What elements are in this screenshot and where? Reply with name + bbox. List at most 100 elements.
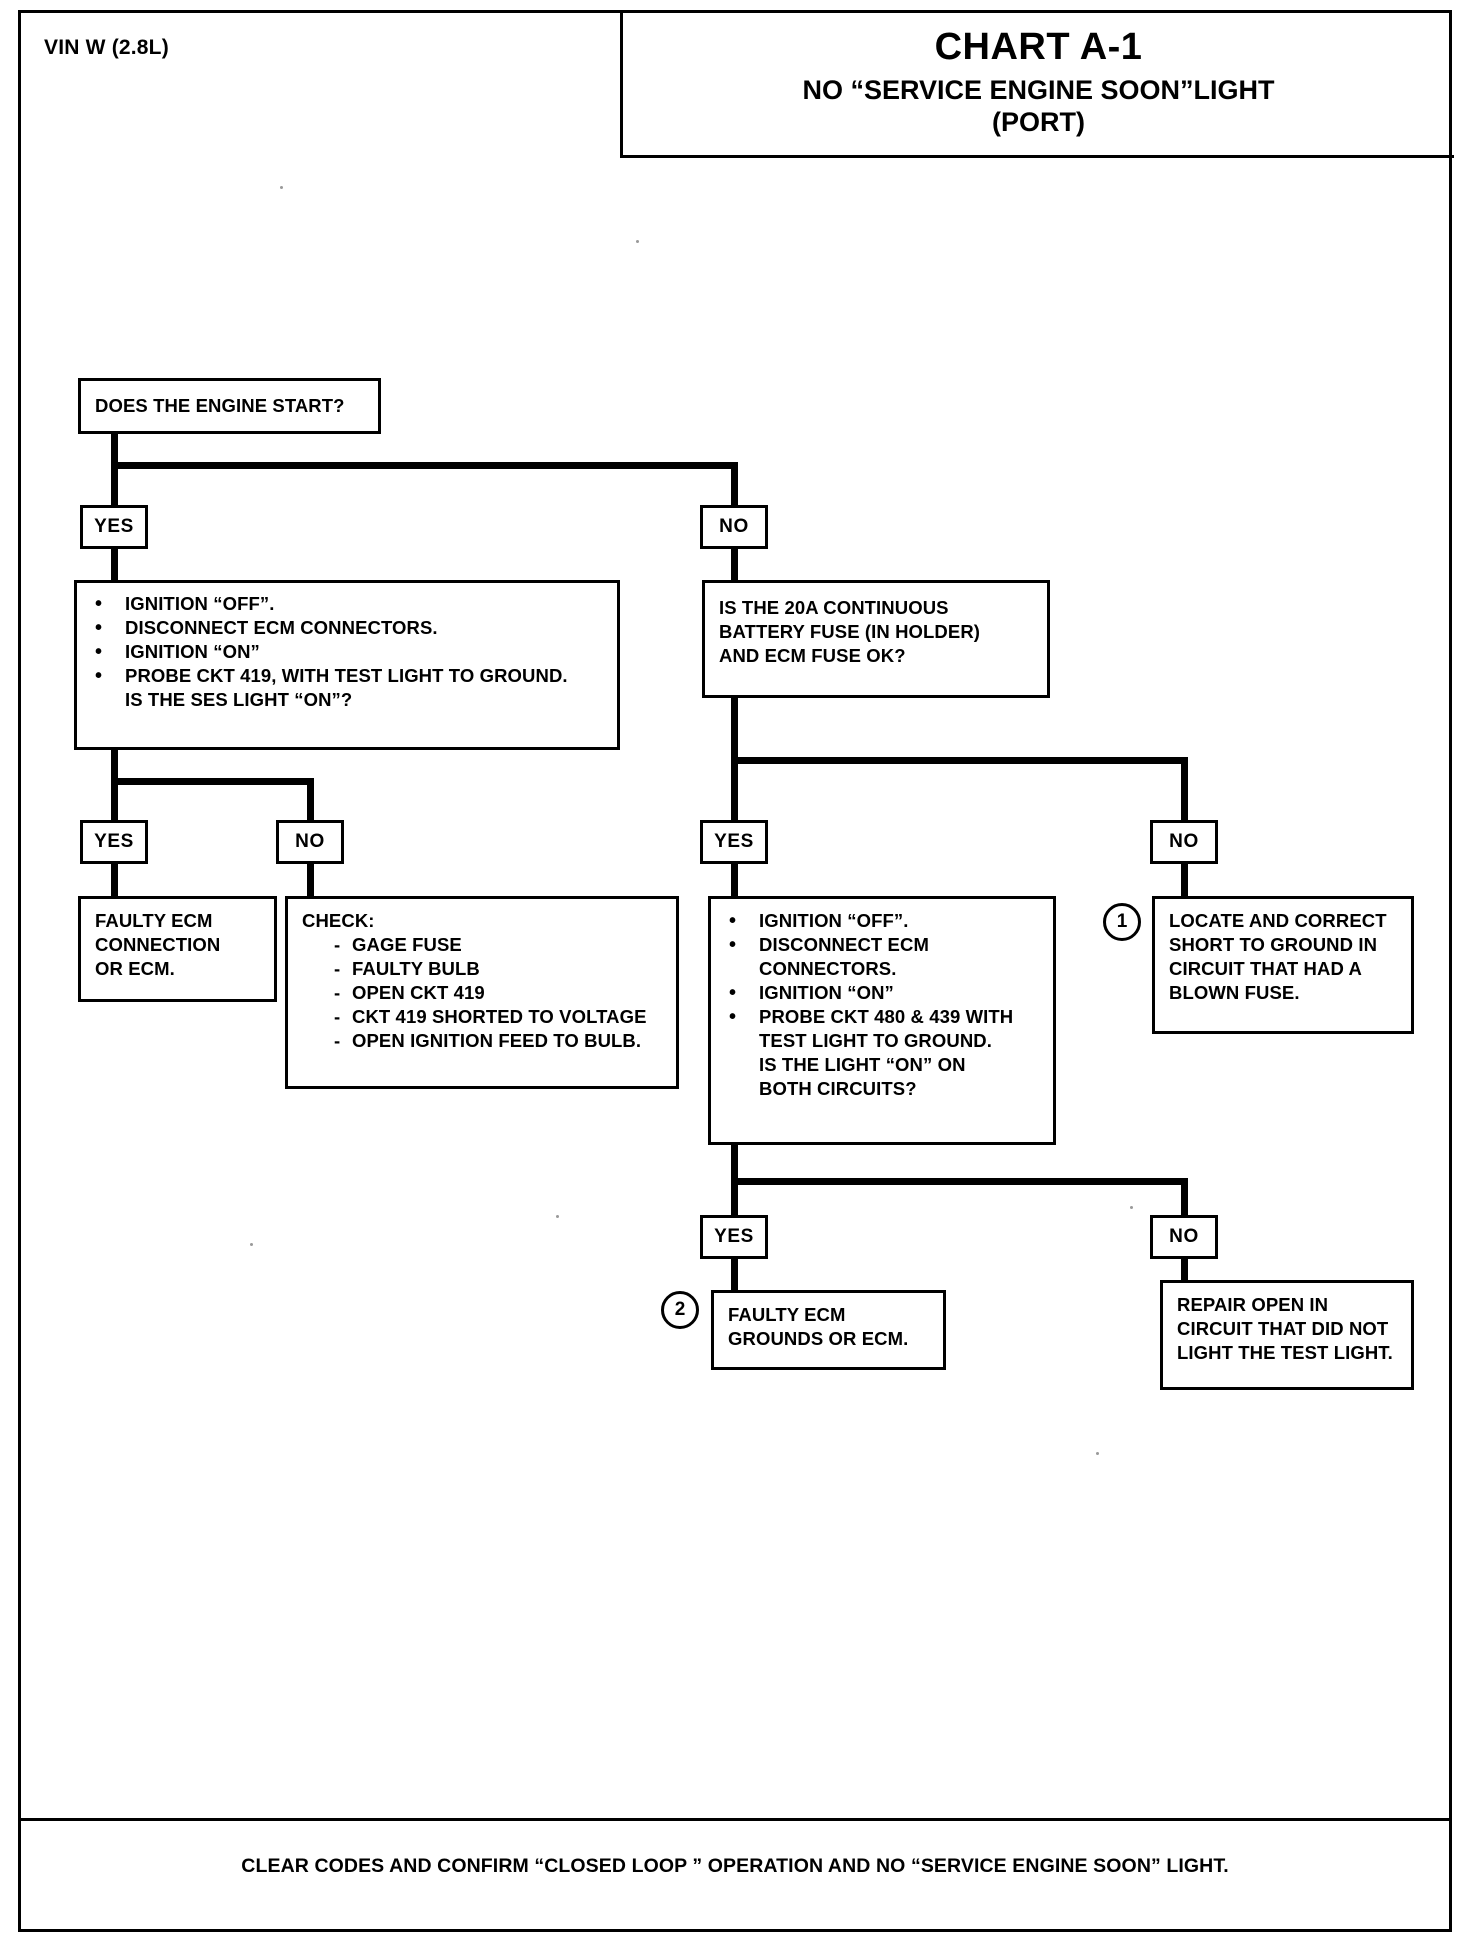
list-item-continuation: IS THE LIGHT “ON” ON [759,1054,966,1076]
scan-speck [1130,1206,1133,1209]
connector-yes3-down [731,864,738,898]
branch-label-yes-left-test[interactable]: YES [80,820,148,864]
list-item: DISCONNECT ECM [725,932,1041,958]
connector-no3-down [1181,864,1188,898]
connector-lefttest-down [111,750,118,783]
node-text-line: BLOWN FUSE. [1169,982,1300,1004]
list-item-continuation: CONNECTORS. [759,958,897,980]
connector-fuseq-down [731,698,738,760]
node-text-line: AND ECM FUSE OK? [719,645,906,667]
branch-label-no-ground[interactable]: NO [1150,1215,1218,1259]
scan-speck [1096,1452,1099,1455]
chart-number: CHART A-1 [934,26,1143,68]
connector-start-down [111,434,118,466]
connector-no4-down [1181,1259,1188,1293]
branch-label-yes-ground[interactable]: YES [700,1215,768,1259]
connector-no2-down [307,864,314,898]
connector-groundtest-bus [731,1178,1188,1185]
connector-to-no2 [307,778,314,823]
node-text-line: REPAIR OPEN IN [1177,1294,1329,1315]
branch-label-yes-start[interactable]: YES [80,505,148,549]
branch-label-text: NO [295,831,325,852]
branch-label-no-left-test[interactable]: NO [276,820,344,864]
connector-to-no3 [1181,757,1188,823]
scan-speck [556,1215,559,1218]
scan-speck [280,186,283,189]
branch-label-yes-fuse[interactable]: YES [700,820,768,864]
chart-subtitle: (PORT) [992,107,1085,138]
reference-number: 1 [1116,911,1128,932]
node-text-line: CIRCUIT THAT HAD A [1169,958,1362,980]
branch-label-text: YES [714,1226,754,1247]
node-text-line: LOCATE AND CORRECT [1169,910,1387,931]
branch-label-text: NO [1169,1226,1199,1247]
connector-to-yes4 [731,1178,738,1218]
list-item: DISCONNECT ECM CONNECTORS. [91,615,605,641]
list-item: CKT 419 SHORTED TO VOLTAGE [330,1005,664,1029]
node-faulty-ecm-connection[interactable]: FAULTY ECM CONNECTION OR ECM. [78,896,277,1002]
list-item-continuation: BOTH CIRCUITS? [759,1078,917,1100]
branch-label-text: YES [94,516,134,537]
list-item: GAGE FUSE [330,933,664,957]
connector-no1-down [731,549,738,582]
node-text-line: FAULTY ECM [728,1304,846,1325]
footer-note: CLEAR CODES AND CONFIRM “CLOSED LOOP ” O… [241,1855,1229,1877]
reference-marker-1[interactable]: 1 [1103,903,1141,941]
scan-speck [636,240,639,243]
node-faulty-ecm-grounds[interactable]: FAULTY ECM GROUNDS OR ECM. [711,1290,946,1370]
connector-yes4-down [731,1259,738,1293]
reference-number: 2 [674,1299,686,1320]
list-item: IGNITION “ON” [725,980,1041,1006]
connector-to-no1 [731,462,738,508]
node-text-line: GROUNDS OR ECM. [728,1328,909,1350]
connector-to-yes1 [111,462,118,508]
node-text: DOES THE ENGINE START? [95,395,345,416]
list-item: IGNITION “OFF”. [725,908,1041,934]
connector-start-bus [111,462,738,469]
vin-label: VIN W (2.8L) [44,36,169,59]
branch-label-no-start[interactable]: NO [700,505,768,549]
node-text-line: FAULTY ECM [95,910,213,931]
branch-label-text: YES [714,831,754,852]
connector-fuseq-bus [731,757,1188,764]
list-item: PROBE CKT 480 & 439 WITH [725,1004,1041,1030]
list-item: IGNITION “OFF”. [91,591,605,617]
node-check-list[interactable]: CHECK: GAGE FUSE FAULTY BULB OPEN CKT 41… [285,896,679,1089]
footer-divider [21,1818,1449,1821]
reference-marker-2[interactable]: 2 [661,1291,699,1329]
node-left-test-procedure[interactable]: IGNITION “OFF”. DISCONNECT ECM CONNECTOR… [74,580,620,750]
connector-lefttest-bus [111,778,314,785]
connector-to-no4 [1181,1178,1188,1218]
connector-yes2-down [111,864,118,898]
scan-speck [250,1243,253,1246]
list-item: IGNITION “ON” [91,639,605,665]
list-item: OPEN CKT 419 [330,981,664,1005]
node-text-line: CONNECTION [95,934,221,956]
node-text-line: IS THE 20A CONTINUOUS [719,597,949,618]
node-text-line: LIGHT THE TEST LIGHT. [1177,1342,1393,1364]
list-item-continuation: IS THE SES LIGHT “ON”? [125,689,353,711]
node-ground-test-procedure[interactable]: IGNITION “OFF”. DISCONNECT ECM CONNECTOR… [708,896,1056,1145]
node-locate-short-to-ground[interactable]: LOCATE AND CORRECT SHORT TO GROUND IN CI… [1152,896,1414,1034]
node-fuse-question[interactable]: IS THE 20A CONTINUOUS BATTERY FUSE (IN H… [702,580,1050,698]
connector-yes1-down [111,549,118,582]
branch-label-no-fuse[interactable]: NO [1150,820,1218,864]
branch-label-text: YES [94,831,134,852]
branch-label-text: NO [719,516,749,537]
list-item: OPEN IGNITION FEED TO BULB. [330,1029,664,1053]
node-text-line: CIRCUIT THAT DID NOT [1177,1318,1389,1340]
node-does-engine-start[interactable]: DOES THE ENGINE START? [78,378,381,434]
node-text-line: OR ECM. [95,958,175,980]
connector-to-yes2 [111,778,118,823]
node-text-line: BATTERY FUSE (IN HOLDER) [719,621,981,643]
bullet-list: IGNITION “OFF”. DISCONNECT ECM CONNECTOR… [725,908,1041,1101]
list-item: FAULTY BULB [330,957,664,981]
chart-title: NO “SERVICE ENGINE SOON”LIGHT [802,74,1275,105]
list-item-continuation: TEST LIGHT TO GROUND. [759,1030,993,1052]
check-sublist: GAGE FUSE FAULTY BULB OPEN CKT 419 CKT 4… [302,933,664,1053]
node-repair-open-circuit[interactable]: REPAIR OPEN IN CIRCUIT THAT DID NOT LIGH… [1160,1280,1414,1390]
connector-to-yes3 [731,757,738,823]
branch-label-text: NO [1169,831,1199,852]
connector-groundtest-down [731,1145,738,1183]
